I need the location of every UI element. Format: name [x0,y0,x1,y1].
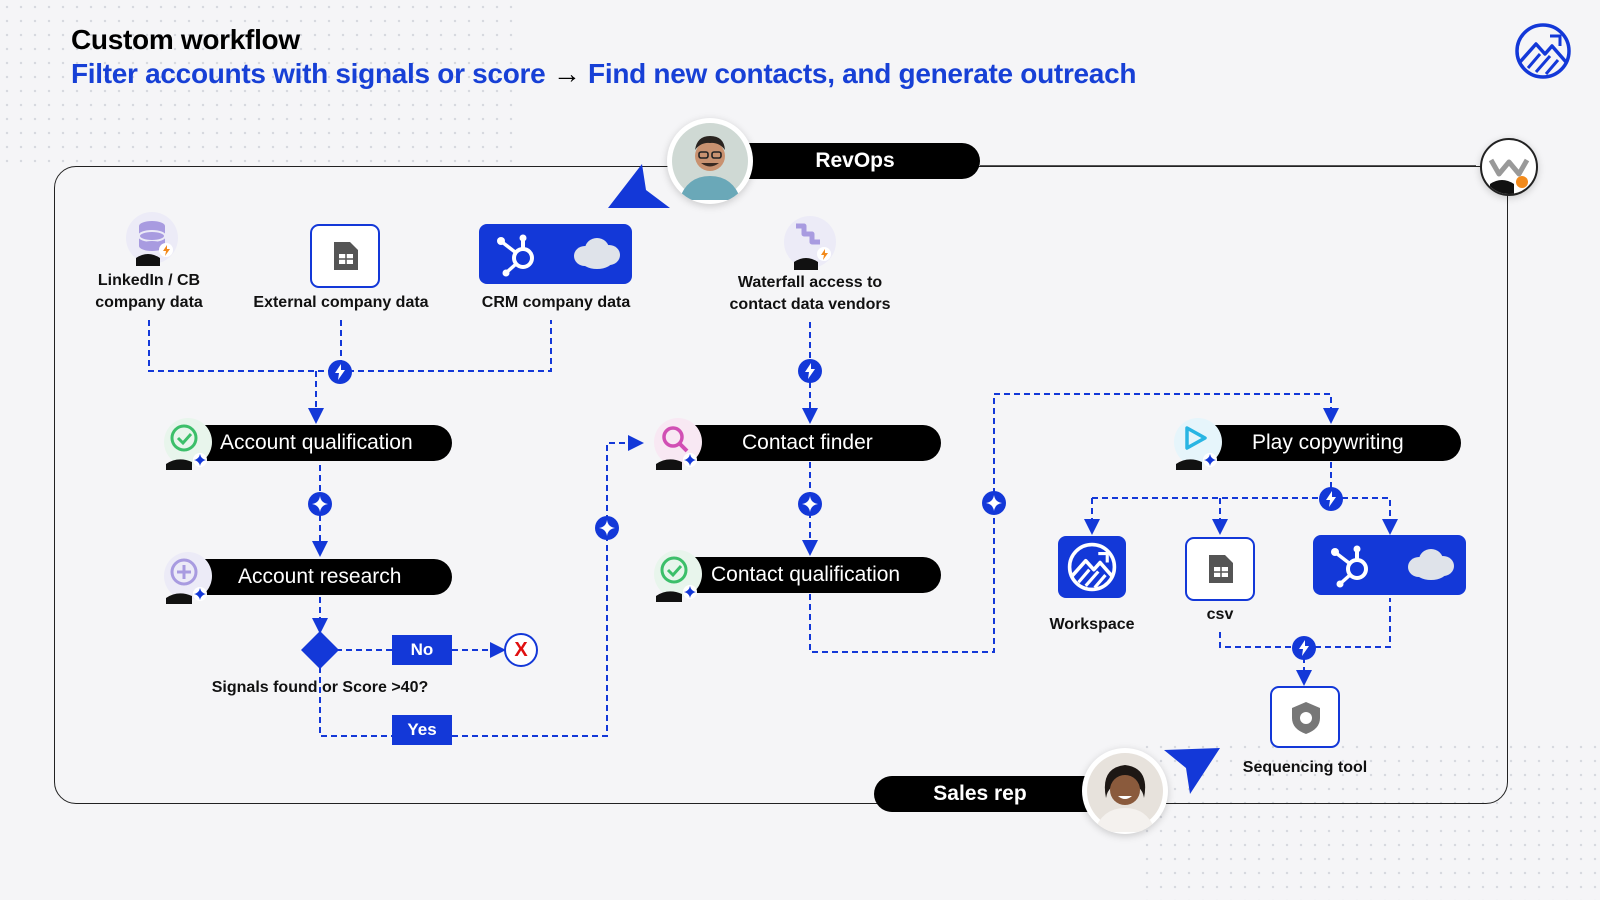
step-label: Play copywriting [1252,431,1404,454]
mountain-logo-icon [1067,542,1117,592]
output-sequencing-label: Sequencing tool [1242,759,1368,776]
w-logo-icon [1488,158,1530,194]
pointer-arrow-icon [1164,748,1220,794]
subtitle-part1: Filter accounts with signals or score [71,58,546,89]
step-play-copywriting: Play copywriting [1196,425,1461,461]
avatar-revops [667,118,753,204]
step-contact-finder: Contact finder [676,425,941,461]
subtitle-part2: Find new contacts, and generate outreach [588,58,1137,89]
sheet-icon [1209,555,1233,583]
sparkle-icon [798,492,822,516]
step-account-qualification: Account qualification [184,425,452,461]
step-label: Account research [238,565,402,588]
step-contact-qualification: Contact qualification [676,557,941,593]
output-workspace-label: Workspace [1049,616,1135,633]
cloud-icon [1408,549,1454,580]
hubspot-icon [1331,545,1368,588]
dot-pattern [0,0,520,170]
crm-box [479,224,632,284]
hubspot-icon [497,234,534,277]
bolt-icon [1292,636,1316,660]
dot-pattern [1140,740,1600,900]
page-title: Custom workflow [71,24,300,55]
plus-icon [164,552,212,604]
crm-output-box [1313,535,1466,595]
role-pill-sales-rep: Sales rep [874,776,1116,812]
search-icon [654,418,702,470]
source-waterfall-label: Waterfall access to contact data vendors [729,274,891,313]
step-account-research: Account research [184,559,452,595]
bolt-icon [798,359,822,383]
output-csv-label: csv [1206,606,1234,623]
decision-no-badge: No [392,635,452,665]
play-icon [1174,418,1222,470]
sheet-icon [334,242,358,270]
check-icon [654,550,702,602]
sparkle-icon [982,491,1006,515]
check-icon [164,418,212,470]
step-label: Contact finder [742,431,873,454]
person-icon [1087,753,1163,832]
workspace-box [1058,536,1126,598]
decision-diamond [301,631,339,669]
sequencing-box [1270,686,1340,748]
role-pill-revops: RevOps [730,143,980,179]
sparkle-icon [595,516,619,540]
pointer-arrow-icon [608,164,670,208]
waterfall-icon [784,216,836,270]
source-external-label: External company data [253,294,429,311]
source-linkedin-label: LinkedIn / CB company data [95,272,203,311]
csv-box [1185,537,1255,601]
step-label: Contact qualification [711,563,901,586]
sparkle-icon [308,492,332,516]
step-label: Account qualification [220,431,413,454]
decision-yes-badge: Yes [392,715,452,745]
mountain-logo-icon [1515,23,1571,79]
brand-badge [1480,138,1538,196]
decision-question: Signals found or Score >40? [211,679,429,696]
page-subtitle: Filter accounts with signals or score → … [71,58,1136,90]
sheet-box [310,224,380,288]
arrow-right-icon: → [552,58,581,89]
cloud-icon [574,238,620,269]
source-crm-label: CRM company data [481,294,631,311]
shield-icon [1292,702,1320,734]
reject-icon: X [504,633,538,667]
bolt-icon [1319,487,1343,511]
avatar-sales-rep [1082,748,1168,834]
bolt-icon [328,360,352,384]
person-icon [672,123,748,200]
database-icon [126,212,178,266]
